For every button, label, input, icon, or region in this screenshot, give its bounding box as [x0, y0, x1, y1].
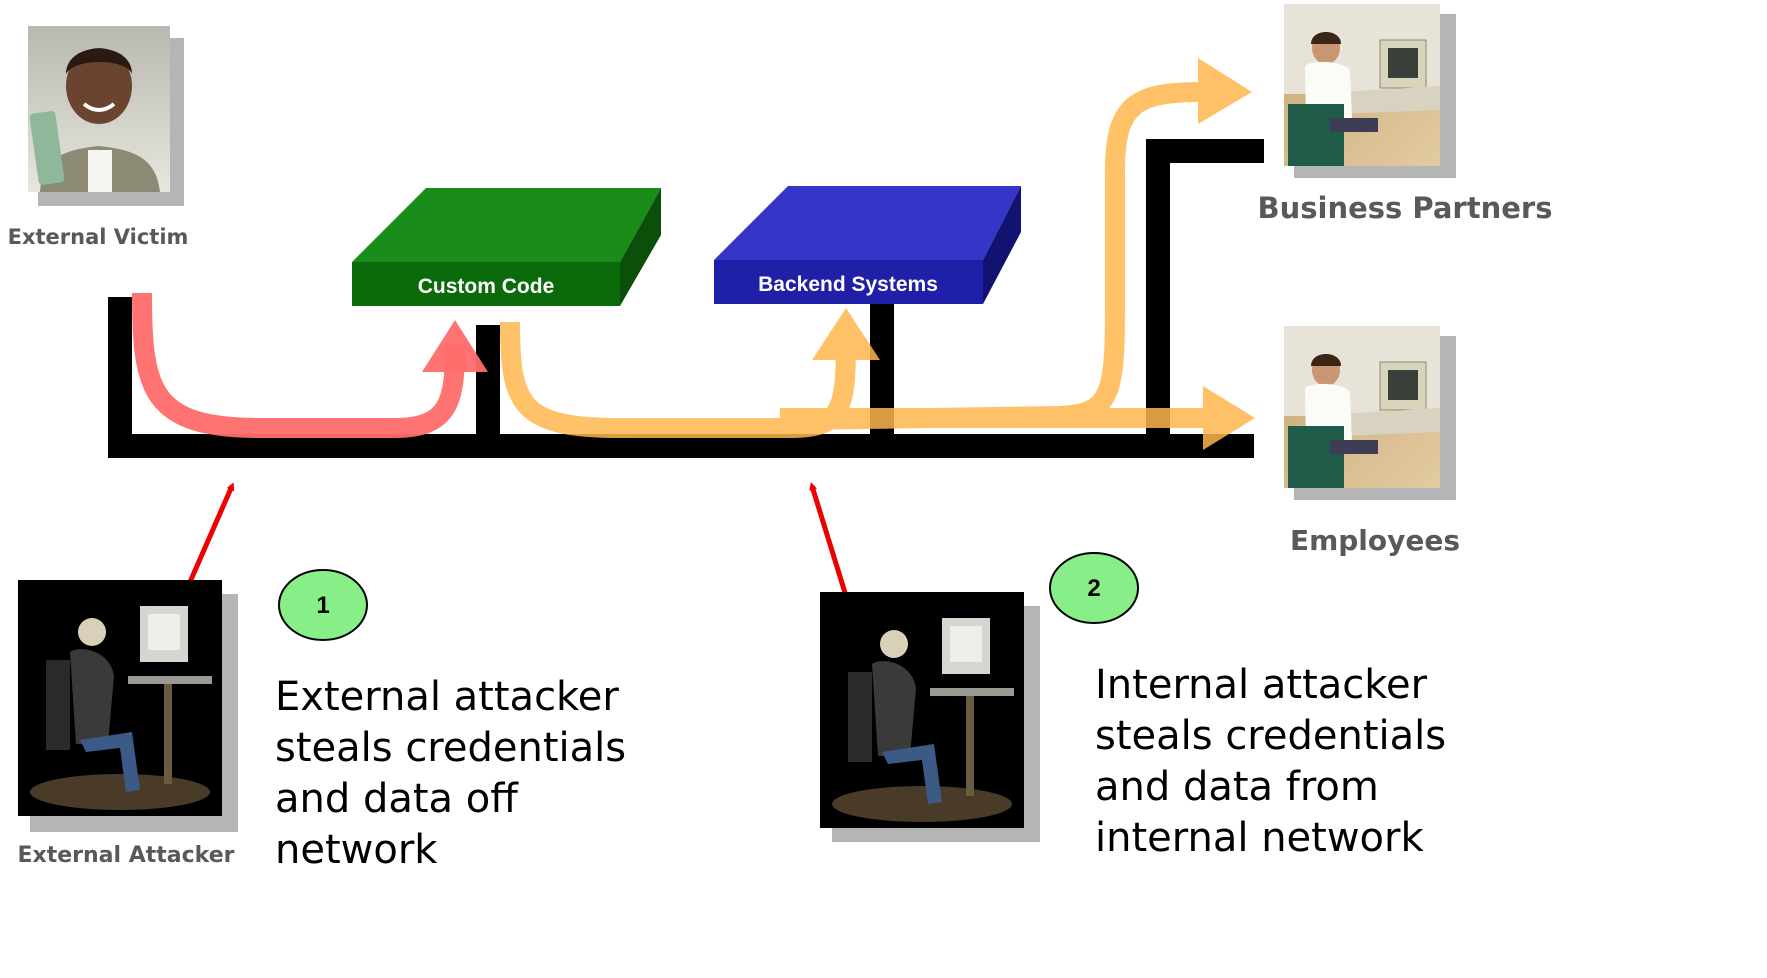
internal-attacker-photo	[820, 592, 1040, 842]
custom-code-box: Custom Code	[352, 188, 661, 306]
custom-code-drop-line	[476, 325, 500, 445]
custom-code-label: Custom Code	[418, 275, 555, 298]
external-attacker-label: External Attacker	[18, 843, 235, 868]
attack-flow-arrow	[132, 292, 488, 438]
step-2-line-1: Internal attacker	[1095, 662, 1428, 708]
partners-horizontal-line	[1146, 139, 1264, 163]
backend-systems-box: Backend Systems	[714, 186, 1021, 304]
step-1-number: 1	[316, 592, 329, 619]
step-2-description: Internal attacker steals credentials and…	[1095, 662, 1446, 861]
step-2-badge: 2	[1049, 552, 1139, 624]
step-1-line-2: steals credentials	[275, 725, 626, 771]
step-2-number: 2	[1087, 575, 1100, 602]
internal-attack-vector-arrow	[809, 482, 849, 597]
external-attack-vector-arrow	[187, 482, 235, 584]
partners-vertical-line	[1146, 139, 1170, 439]
data-flow-arrows	[500, 58, 1255, 450]
step-1-description: External attacker steals credentials and…	[275, 674, 626, 873]
step-1-line-4: network	[275, 827, 438, 873]
step-1-badge: 1	[278, 569, 368, 641]
step-2-line-4: internal network	[1095, 815, 1424, 861]
business-partners-label: Business Partners	[1258, 191, 1553, 225]
step-1-line-3: and data off	[275, 776, 519, 822]
step-2-line-2: steals credentials	[1095, 713, 1446, 759]
external-attacker-photo	[18, 580, 238, 832]
employees-label: Employees	[1290, 524, 1460, 557]
external-victim-photo	[28, 26, 184, 206]
external-victim-label: External Victim	[8, 225, 189, 249]
employees-photo	[1284, 326, 1456, 500]
victim-drop-line	[108, 297, 132, 447]
backend-systems-label: Backend Systems	[758, 273, 938, 296]
business-partners-photo	[1284, 4, 1456, 178]
step-2-line-3: and data from	[1095, 764, 1379, 810]
step-1-line-1: External attacker	[275, 674, 619, 720]
